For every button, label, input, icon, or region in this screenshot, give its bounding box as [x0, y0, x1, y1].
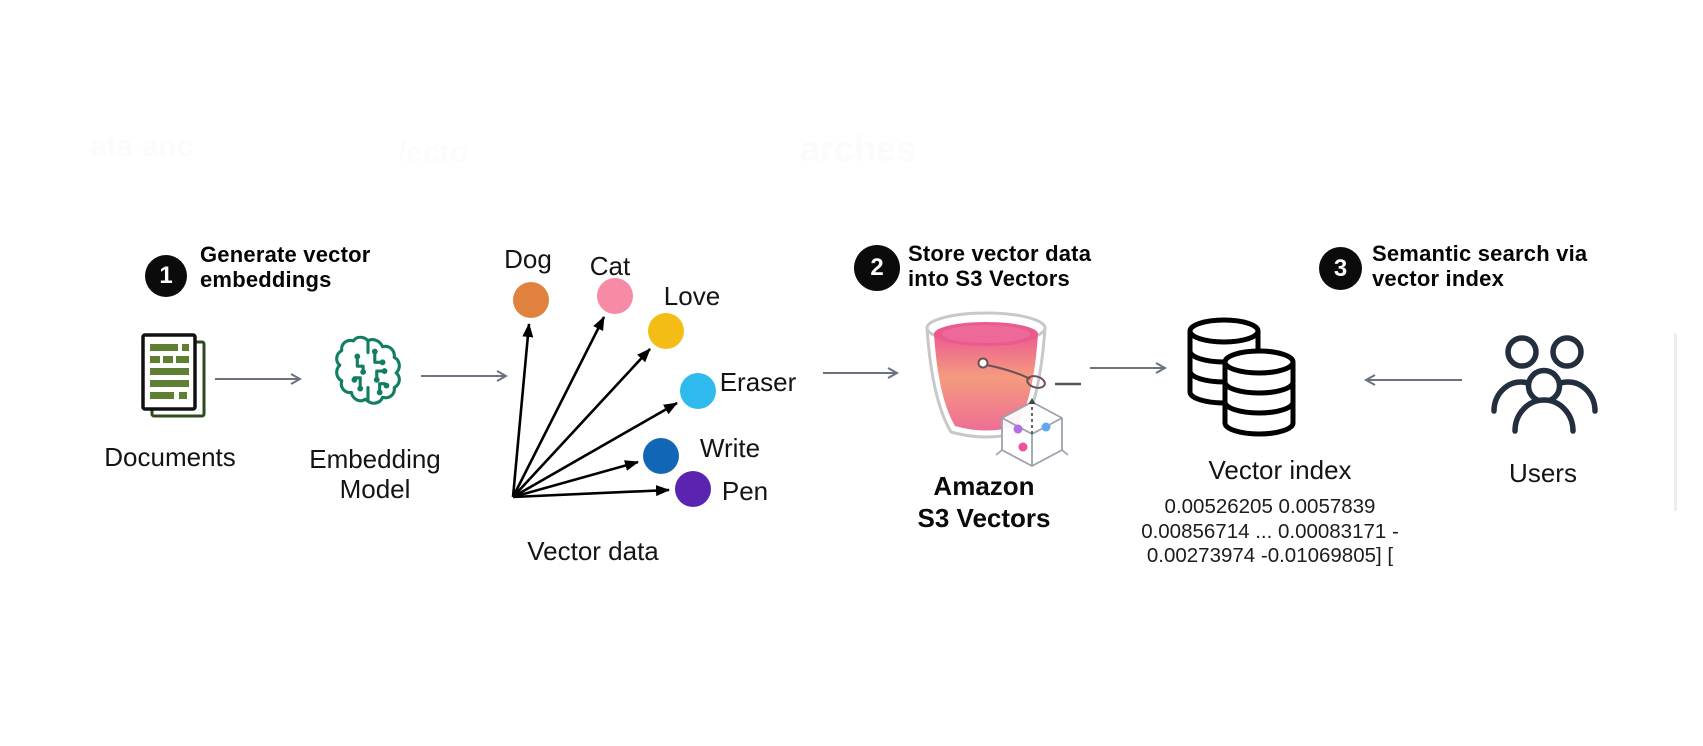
watermark-fragment: ata anc [90, 130, 194, 163]
vector-point-label: Pen [721, 476, 769, 506]
step-1-title: Generate vector embeddings [200, 242, 371, 292]
cropped-edge-artifact [1674, 333, 1677, 511]
vector-point-label: Write [699, 433, 761, 463]
watermark-fragment: /ecto [398, 136, 469, 169]
watermark-fragment: arches [800, 128, 917, 169]
step-2-title: Store vector data into S3 Vectors [908, 241, 1092, 291]
step-3-number: 3 [1333, 254, 1348, 282]
vector-point-label: Cat [589, 251, 631, 281]
amazon-s3-vectors-label: Amazon S3 Vectors [917, 471, 1051, 533]
step-1-badge: 1 [145, 255, 187, 297]
s3-vectors-bucket-icon [925, 311, 1069, 467]
vector-point-dot [680, 373, 716, 409]
documents-label: Documents [104, 442, 236, 472]
vector-index-values: 0.00526205 0.0057839 0.00856714 ... 0.00… [1141, 495, 1399, 567]
vector-point-label: Love [663, 281, 721, 311]
step-2-number: 2 [870, 254, 884, 281]
embedding-model-label: Embedding Model [309, 444, 441, 504]
vector-point-dot [675, 471, 711, 507]
vector-index-database-icon [1187, 317, 1296, 437]
step-3-badge: 3 [1319, 247, 1362, 290]
vector-point-label: Eraser [719, 367, 797, 397]
step-3-title: Semantic search via vector index [1372, 241, 1588, 291]
documents-icon [141, 333, 206, 418]
step-1-number: 1 [159, 262, 173, 289]
users-label: Users [1509, 458, 1577, 488]
vector-index-label: Vector index [1208, 455, 1352, 485]
vector-point-dot [643, 438, 679, 474]
step-2-badge: 2 [854, 245, 900, 291]
users-icon [1491, 335, 1598, 434]
vector-point-dot [513, 282, 549, 318]
embedding-model-brain-icon [335, 335, 401, 405]
vector-data-label: Vector data [527, 536, 659, 566]
vector-point-dot [597, 278, 633, 314]
vector-point-label: Dog [504, 244, 552, 274]
vector-point-dot [648, 313, 684, 349]
